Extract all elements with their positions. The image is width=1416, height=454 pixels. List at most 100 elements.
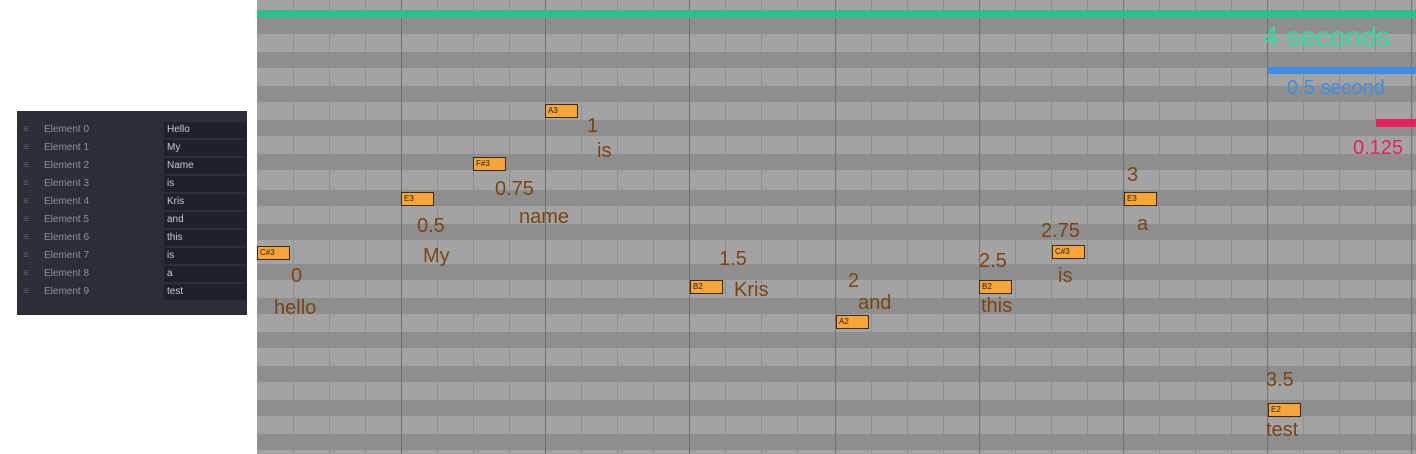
note-time-label: 0.5: [417, 215, 445, 237]
inspector-panel: ≡ Element 0 Hello ≡ Element 1 My ≡ Eleme…: [17, 111, 247, 315]
key-lane: [257, 154, 1416, 170]
key-lane: [257, 18, 1416, 34]
grid-line: [293, 0, 294, 454]
list-item[interactable]: ≡ Element 8 a: [17, 265, 247, 283]
note-word-label: this: [981, 295, 1013, 317]
note-time-label: 0: [291, 265, 303, 287]
note-word-label: hello: [274, 297, 317, 319]
midi-note[interactable]: E3: [1124, 192, 1157, 206]
eighth-label: 0.125: [1353, 137, 1404, 159]
drag-handle-icon[interactable]: ≡: [23, 142, 29, 153]
element-label: Element 5: [44, 214, 90, 225]
grid-line: [1159, 0, 1160, 454]
grid-line: [725, 0, 726, 454]
midi-note[interactable]: C#3: [257, 246, 290, 260]
midi-note[interactable]: E3: [401, 192, 434, 206]
element-value-field[interactable]: Kris: [164, 194, 247, 210]
element-label: Element 2: [44, 160, 90, 171]
grid-line: [1339, 0, 1340, 454]
list-item[interactable]: ≡ Element 9 test: [17, 283, 247, 301]
list-item[interactable]: ≡ Element 6 this: [17, 229, 247, 247]
list-item[interactable]: ≡ Element 1 My: [17, 139, 247, 157]
note-word-label: name: [519, 206, 570, 228]
element-label: Element 4: [44, 196, 90, 207]
note-word-label: a: [1137, 213, 1149, 235]
list-item[interactable]: ≡ Element 5 and: [17, 211, 247, 229]
key-lane: [257, 366, 1416, 382]
grid-line: [509, 0, 510, 454]
list-item[interactable]: ≡ Element 4 Kris: [17, 193, 247, 211]
key-lane: [257, 52, 1416, 68]
list-item[interactable]: ≡ Element 3 is: [17, 175, 247, 193]
element-label: Element 6: [44, 232, 90, 243]
key-lane: [257, 224, 1416, 240]
grid-line: [1051, 0, 1052, 454]
grid-line: [581, 0, 582, 454]
grid-line: [653, 0, 654, 454]
drag-handle-icon[interactable]: ≡: [23, 232, 29, 243]
element-value-field[interactable]: is: [164, 248, 247, 264]
element-value-field[interactable]: test: [164, 284, 247, 300]
grid-line-major: [401, 0, 402, 454]
grid-line: [365, 0, 366, 454]
grid-line: [1087, 0, 1088, 454]
midi-note[interactable]: A2: [836, 315, 869, 329]
drag-handle-icon[interactable]: ≡: [23, 124, 29, 135]
midi-note[interactable]: B2: [690, 280, 723, 294]
midi-note[interactable]: F#3: [473, 157, 506, 171]
grid-line: [473, 0, 474, 454]
grid-line-major: [979, 0, 980, 454]
key-lane: [257, 434, 1416, 450]
key-lane: [257, 400, 1416, 416]
element-value-field[interactable]: is: [164, 176, 247, 192]
midi-note[interactable]: A3: [545, 104, 578, 118]
piano-roll[interactable]: 4 seconds 0.5 second 0.125 C#3 0 hello E…: [257, 0, 1416, 454]
four-seconds-bar: [257, 10, 1416, 18]
key-lane: [257, 332, 1416, 348]
element-value-field[interactable]: My: [164, 140, 247, 156]
eighth-bar: [1376, 119, 1416, 127]
element-label: Element 3: [44, 178, 90, 189]
note-word-label: My: [423, 245, 450, 267]
element-value-field[interactable]: a: [164, 266, 247, 282]
element-value-field[interactable]: and: [164, 212, 247, 228]
note-word-label: Kris: [734, 279, 769, 301]
note-time-label: 2.5: [979, 250, 1007, 272]
drag-handle-icon[interactable]: ≡: [23, 196, 29, 207]
element-label: Element 7: [44, 250, 90, 261]
note-time-label: 1.5: [719, 248, 747, 270]
note-word-label: is: [597, 140, 612, 162]
grid-line: [797, 0, 798, 454]
grid-line: [1375, 0, 1376, 454]
grid-line-major: [545, 0, 546, 454]
element-value-field[interactable]: Hello: [164, 122, 247, 138]
element-label: Element 8: [44, 268, 90, 279]
drag-handle-icon[interactable]: ≡: [23, 160, 29, 171]
element-value-field[interactable]: this: [164, 230, 247, 246]
grid-line: [1303, 0, 1304, 454]
grid-line: [907, 0, 908, 454]
element-label: Element 1: [44, 142, 90, 153]
list-item[interactable]: ≡ Element 0 Hello: [17, 121, 247, 139]
grid-line-major: [689, 0, 690, 454]
drag-handle-icon[interactable]: ≡: [23, 268, 29, 279]
grid-line: [329, 0, 330, 454]
element-value-field[interactable]: Name: [164, 158, 247, 174]
note-time-label: 3.5: [1266, 369, 1294, 391]
grid-line-major: [835, 0, 836, 454]
midi-note[interactable]: B2: [979, 280, 1012, 294]
half-second-label: 0.5 second: [1287, 77, 1385, 99]
midi-note[interactable]: E2: [1268, 403, 1301, 417]
list-item[interactable]: ≡ Element 7 is: [17, 247, 247, 265]
key-lane: [257, 86, 1416, 102]
drag-handle-icon[interactable]: ≡: [23, 178, 29, 189]
note-time-label: 2: [848, 270, 860, 292]
drag-handle-icon[interactable]: ≡: [23, 214, 29, 225]
grid-line: [617, 0, 618, 454]
list-item[interactable]: ≡ Element 2 Name: [17, 157, 247, 175]
grid-line: [1231, 0, 1232, 454]
drag-handle-icon[interactable]: ≡: [23, 250, 29, 261]
drag-handle-icon[interactable]: ≡: [23, 286, 29, 297]
grid-line-major: [1267, 0, 1268, 454]
midi-note[interactable]: C#3: [1052, 245, 1085, 259]
